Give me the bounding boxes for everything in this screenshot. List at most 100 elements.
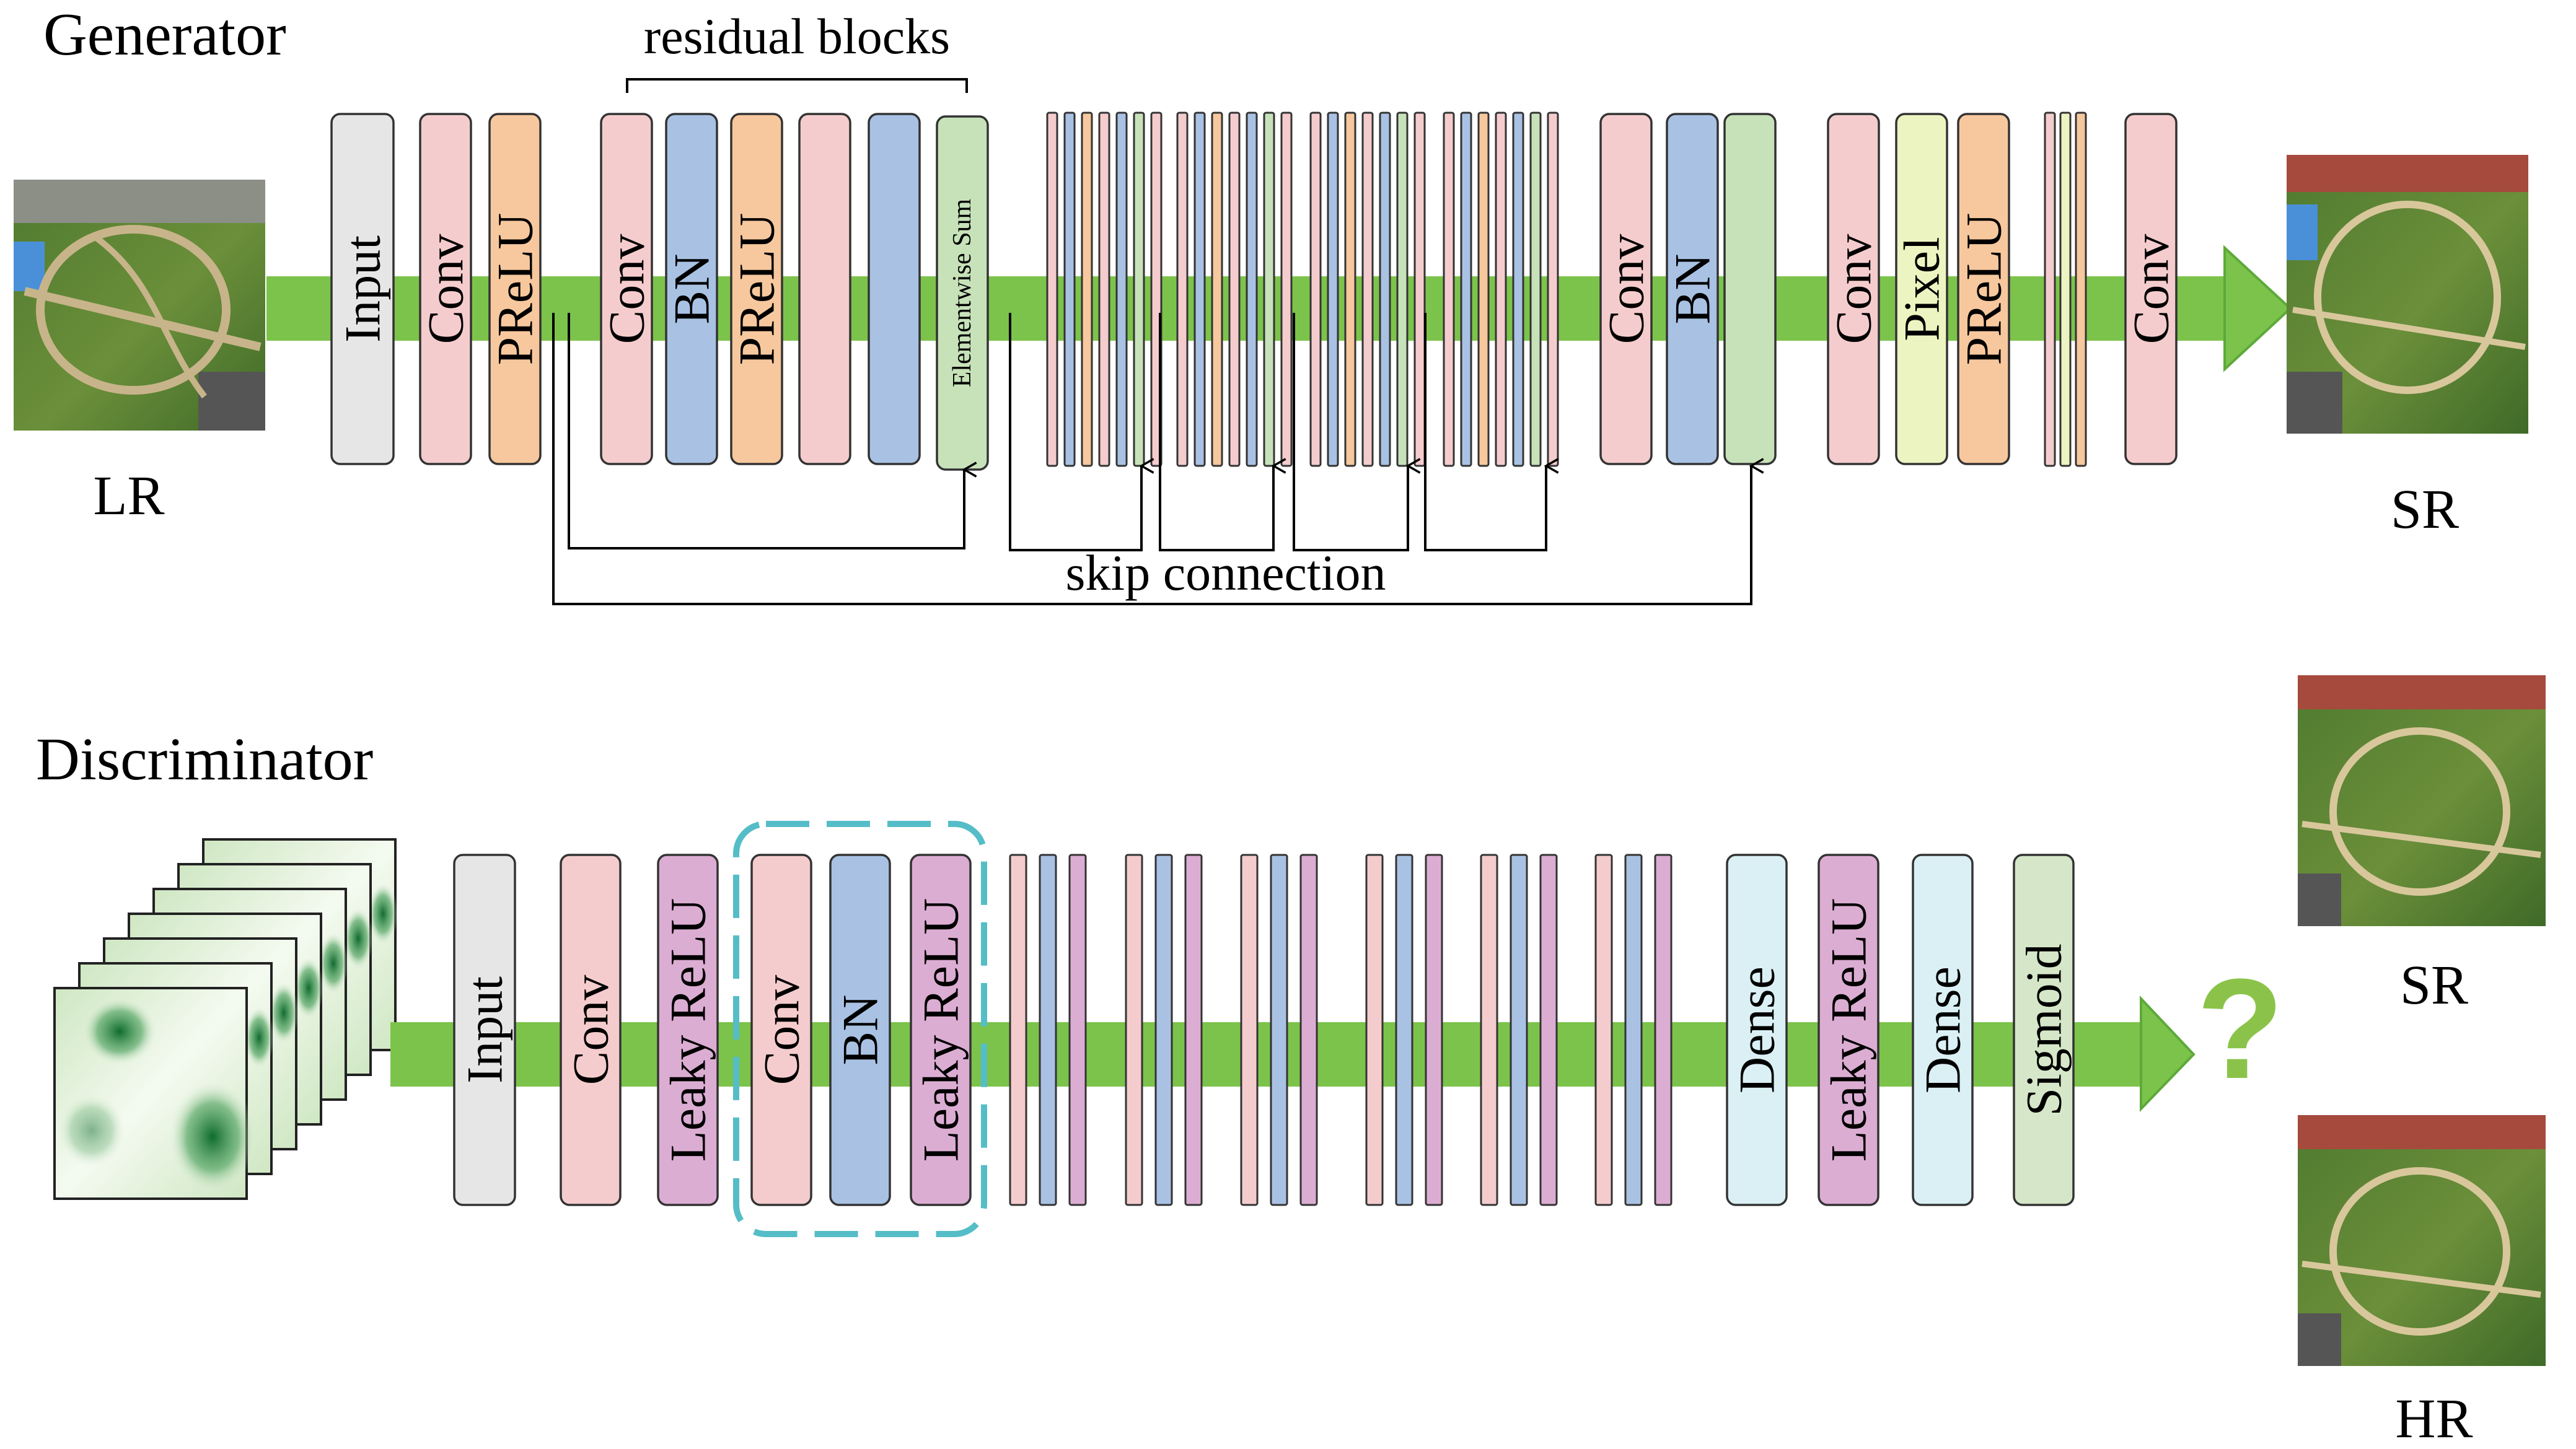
discriminator-block-1-conv-label: Conv [563,975,619,1085]
generator-stripe-3-0 [1443,112,1455,467]
generator-stripe-1-1 [1193,112,1206,467]
generator-block-3-conv: Conv [599,113,655,465]
generator-stripe-0-1 [1063,112,1076,467]
discriminator-stripe-5-0 [1594,854,1613,1206]
generator-stripe-1-5 [1263,112,1275,467]
generator-block-9-conv-label: Conv [1598,234,1655,344]
discriminator-block-5-leaky-relu: Leaky ReLU [910,854,972,1206]
generator-block-4-bn-label: BN [664,254,720,325]
discriminator-repeated-stripes [1009,854,1673,1206]
generator-block-1-conv: Conv [418,113,474,465]
discriminator-block-0-input: Input [453,854,516,1206]
generator-stripe-0-0 [1046,112,1058,467]
generator-block-12-conv-label: Conv [1826,234,1882,344]
generator-stripe-2-0 [1309,112,1322,467]
generator-block-0-input: Input [330,113,395,465]
discriminator-title: Discriminator [36,726,373,793]
discriminator-stripe-5-2 [1654,854,1673,1206]
heatmap-panel-0 [53,987,256,1200]
generator-block-10-bn: BN [1664,113,1721,465]
generator-block-14-prelu: PReLU [1956,113,2012,465]
discriminator-stripe-3-1 [1395,854,1413,1206]
discriminator-block-4-bn: BN [829,854,891,1206]
discriminator-stripe-2-2 [1299,854,1318,1206]
discriminator-block-9-sigmoid: Sigmoid [2013,854,2075,1206]
discriminator-block-5-leaky-relu-label: Leaky ReLU [913,898,969,1162]
discriminator-stripe-4-0 [1480,854,1498,1206]
generator-stripe-0-2 [1081,112,1093,467]
discriminator-stripe-2-0 [1240,854,1259,1206]
generator-block-8-elementwise-sum: Elementwise Sum [936,115,989,471]
generator-stripe-0-3 [1098,112,1110,467]
discriminator-block-3-conv-label: Conv [754,975,810,1085]
generator-block-11-sum [1723,113,1777,465]
hr-image [2298,1115,2546,1366]
generator-stripe-2-2 [1344,112,1356,467]
skip-connection-label: skip connection [1066,545,1386,601]
discriminator-blocks: Input Conv Leaky ReLU Conv BN Leaky ReLU Dense… [453,854,2075,1206]
discriminator-block-8-dense: Dense [1912,854,1974,1206]
skip-connections [552,313,1751,605]
discriminator-block-2-leaky-relu-label: Leaky ReLU [660,898,716,1162]
discriminator-block-4-bn-label: BN [832,995,889,1066]
generator-stripe-3-1 [1460,112,1472,467]
generator-stripe-1-3 [1228,112,1241,467]
discriminator-stripe-4-2 [1539,854,1558,1206]
generator-block-14-prelu-label: PReLU [1956,213,2012,366]
residual-blocks-label: residual blocks [644,8,950,64]
generator-stripe-3-5 [1529,112,1542,467]
discriminator-block-6-dense: Dense [1726,854,1788,1206]
discriminator-stripe-3-0 [1365,854,1384,1206]
discriminator-block-6-dense-label: Dense [1729,966,1785,1093]
generator-block-7-bn [868,113,921,465]
generator-block-2-prelu-label: PReLU [487,213,543,366]
lr-image [14,180,265,431]
generator-stripe-tail-2 [2075,112,2087,467]
discriminator-stripe-0-0 [1009,854,1027,1206]
generator-stripe-0-4 [1115,112,1128,467]
sr-label-discriminator: SR [2400,955,2468,1016]
discriminator-stripe-1-2 [1184,854,1203,1206]
sr-label-generator: SR [2391,479,2459,540]
generator-block-5-prelu: PReLU [729,113,785,465]
conv-bn-leaky-group-highlight [733,821,987,1237]
sr-image-generator [2287,155,2528,434]
discriminator-block-2-leaky-relu: Leaky ReLU [657,854,719,1206]
generator-stripe-1-6 [1280,112,1293,467]
discriminator-stripe-0-2 [1068,854,1087,1206]
generator-stripe-3-2 [1477,112,1490,467]
lr-label: LR [93,465,164,527]
discriminator-stripe-3-2 [1425,854,1443,1206]
discriminator-stripe-1-1 [1154,854,1173,1206]
generator-stripe-3-6 [1547,112,1559,467]
discriminator-block-7-leaky-relu: Leaky ReLU [1818,854,1879,1206]
generator-stripe-2-4 [1379,112,1391,467]
generator-block-15-conv-label: Conv [2123,234,2179,344]
generator-block-10-bn-label: BN [1664,254,1721,325]
generator-block-6-conv [798,113,851,465]
generator-stripe-1-2 [1211,112,1223,467]
discriminator-stripe-0-1 [1039,854,1057,1206]
generator-stripe-1-0 [1176,112,1189,467]
generator-block-3-conv-label: Conv [599,234,655,344]
generator-stripe-tail-1 [2059,112,2072,467]
discriminator-block-1-conv: Conv [560,854,622,1206]
question-mark: ? [2197,949,2284,1108]
generator-block-5-prelu-label: PReLU [729,213,785,366]
generator-stripe-2-6 [1413,112,1426,467]
hr-label: HR [2395,1388,2473,1449]
generator-stripe-3-3 [1495,112,1507,467]
discriminator-block-3-conv: Conv [750,854,812,1206]
residual-bracket [626,78,968,93]
generator-block-13-pixel-label: Pixel [1894,237,1950,341]
discriminator-block-8-dense-label: Dense [1915,966,1971,1093]
generator-block-9-conv: Conv [1598,113,1655,465]
discriminator-block-9-sigmoid-label: Sigmoid [2016,944,2072,1116]
input-heatmap-stack [53,838,398,1200]
generator-stripe-2-5 [1396,112,1409,467]
generator-block-8-elementwise-sum-label: Elementwise Sum [948,198,977,387]
generator-block-2-prelu: PReLU [487,113,543,465]
discriminator-stripe-4-1 [1510,854,1528,1206]
